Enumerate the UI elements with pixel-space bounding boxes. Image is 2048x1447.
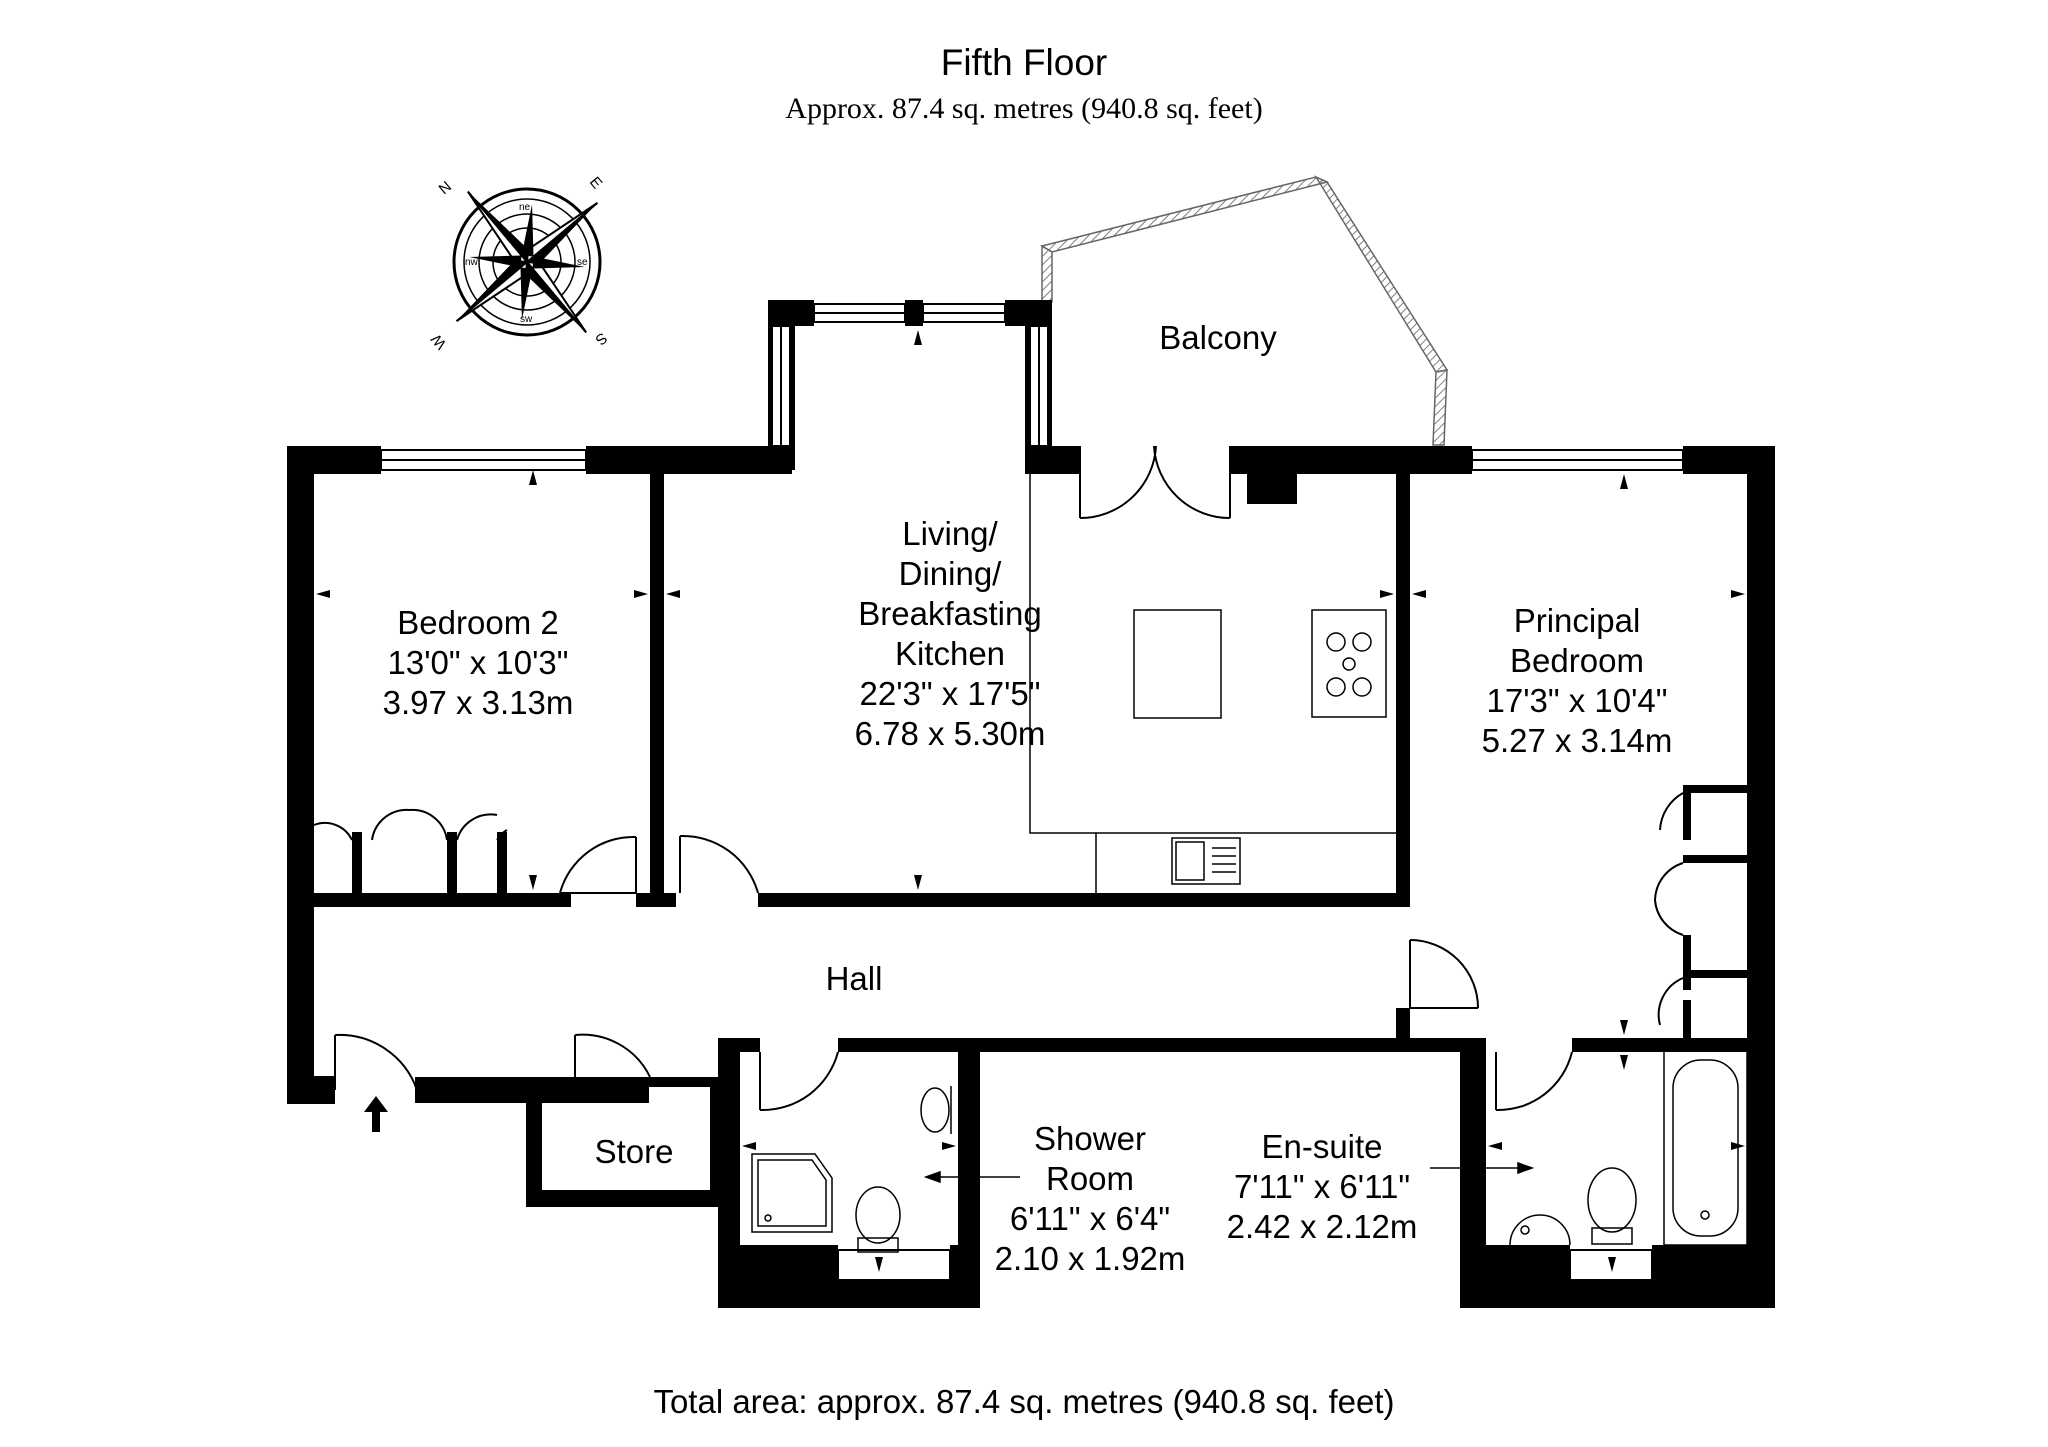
room-imperial: 22'3" x 17'5" (860, 675, 1041, 712)
room-imperial: 13'0" x 10'3" (388, 644, 569, 681)
plan-subtitle: Approx. 87.4 sq. metres (940.8 sq. feet) (785, 92, 1263, 125)
room-metric: 2.42 x 2.12m (1227, 1208, 1418, 1245)
room-name-line3: Breakfasting (858, 595, 1041, 632)
room-name: En-suite (1261, 1128, 1382, 1165)
entrance-arrow-icon (364, 1096, 388, 1132)
compass-n-label: N (436, 178, 455, 198)
compass-nw-label: nw (465, 257, 479, 268)
compass-ne-label: ne (519, 202, 531, 213)
room-name-line2: Dining/ (899, 555, 1003, 592)
bath-icon (1663, 1049, 1748, 1246)
room-name-line1: Living/ (902, 515, 998, 552)
room-bedroom-2: Bedroom 2 13'0" x 10'3" 3.97 x 3.13m (383, 604, 574, 721)
room-name: Hall (826, 960, 883, 997)
compass-s-label: S (592, 329, 611, 348)
room-balcony: Balcony (1159, 319, 1277, 356)
kitchen-sink-icon (1171, 837, 1241, 885)
fixtures (751, 446, 1748, 1253)
room-name: Bedroom 2 (397, 604, 558, 641)
plan-title: Fifth Floor (940, 42, 1108, 83)
room-ensuite: En-suite 7'11" x 6'11" 2.42 x 2.12m (1227, 1128, 1418, 1245)
room-metric: 2.10 x 1.92m (995, 1240, 1186, 1277)
room-store: Store (595, 1133, 674, 1170)
room-imperial: 17'3" x 10'4" (1487, 682, 1668, 719)
hob-burners-icon (1326, 632, 1372, 697)
room-metric: 5.27 x 3.14m (1482, 722, 1673, 759)
room-imperial: 6'11" x 6'4" (1010, 1200, 1170, 1237)
balcony-railing (1040, 175, 1449, 446)
doors (313, 445, 1684, 1112)
room-name-line1: Principal (1514, 602, 1641, 639)
room-shower: Shower Room 6'11" x 6'4" 2.10 x 1.92m (995, 1120, 1186, 1277)
shower-tray-icon (751, 1153, 833, 1233)
room-name-line2: Room (1046, 1160, 1134, 1197)
room-metric: 3.97 x 3.13m (383, 684, 574, 721)
leader-lines (923, 1161, 1535, 1184)
wash-basin-icon (920, 1087, 950, 1133)
room-hall: Hall (826, 960, 883, 997)
room-metric: 6.78 x 5.30m (855, 715, 1046, 752)
kitchen-island (1133, 609, 1222, 719)
total-area: Total area: approx. 87.4 sq. metres (940… (653, 1383, 1395, 1420)
room-living: Living/ Dining/ Breakfasting Kitchen 22'… (855, 515, 1046, 752)
walls (287, 300, 1775, 1308)
room-name-line4: Kitchen (895, 635, 1005, 672)
compass-se-label: se (577, 257, 588, 268)
room-name-line1: Shower (1034, 1120, 1146, 1157)
ensuite-wc-icon (1587, 1167, 1637, 1233)
room-name: Store (595, 1133, 674, 1170)
room-name: Balcony (1159, 319, 1277, 356)
compass-rose-icon: N E S W ne se sw nw (427, 174, 611, 353)
room-principal-bedroom: Principal Bedroom 17'3" x 10'4" 5.27 x 3… (1482, 602, 1673, 759)
wc-icon (855, 1186, 901, 1244)
compass-sw-label: sw (520, 314, 533, 325)
hob-icon (1311, 609, 1387, 718)
room-imperial: 7'11" x 6'11" (1234, 1168, 1410, 1205)
ensuite-basin-icon (1509, 1214, 1571, 1246)
compass-w-label: W (427, 330, 450, 352)
compass-e-label: E (586, 174, 605, 193)
windows (380, 303, 1684, 1281)
dimension-markers (316, 330, 1745, 1272)
room-name-line2: Bedroom (1510, 642, 1644, 679)
